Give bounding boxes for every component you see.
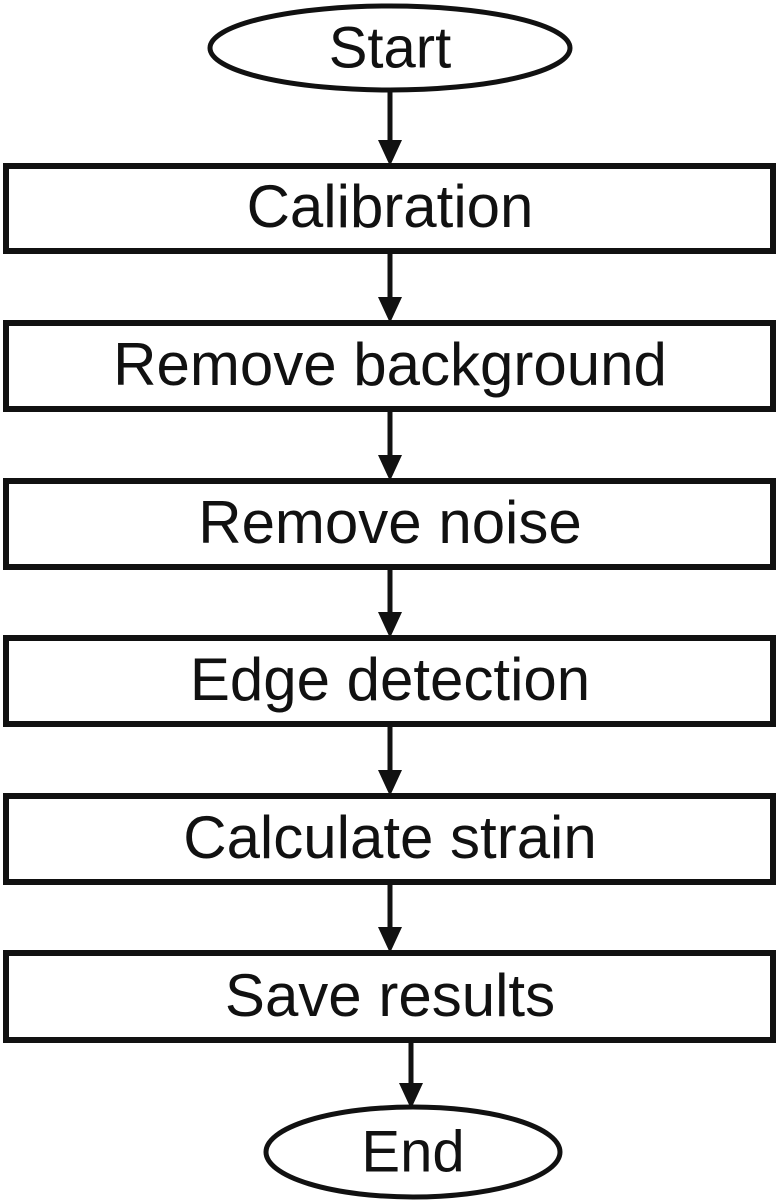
connector-edge-detection-to-calculate-strain <box>378 727 402 796</box>
save-results-rect <box>3 950 776 1043</box>
remove-background-rect <box>3 320 776 412</box>
node-edge-detection[interactable]: Edge detection <box>3 635 776 727</box>
node-remove-background-label: Remove background <box>113 331 667 398</box>
node-calculate-strain[interactable]: Calculate strain <box>3 793 776 885</box>
node-remove-background[interactable]: Remove background <box>3 320 776 412</box>
node-start-label: Start <box>329 15 452 80</box>
connector-calculate-strain-to-save-results <box>378 885 402 953</box>
node-save-results-label: Save results <box>225 962 555 1029</box>
connector-remove-noise-to-edge-detection <box>378 570 402 638</box>
node-edge-detection-label: Edge detection <box>190 646 590 713</box>
connector-calibration-to-remove-background <box>378 253 402 323</box>
calculate-strain-rect <box>3 793 776 885</box>
node-calibration[interactable]: Calibration <box>3 163 776 254</box>
node-end[interactable]: End <box>263 1104 563 1200</box>
node-remove-noise-label: Remove noise <box>198 489 582 556</box>
connector-start-to-calibration <box>378 92 402 166</box>
node-start[interactable]: Start <box>207 3 573 93</box>
node-end-label: End <box>361 1119 464 1184</box>
node-save-results[interactable]: Save results <box>3 950 776 1043</box>
end-ellipse <box>263 1104 563 1200</box>
start-ellipse <box>207 3 573 93</box>
connector-save-results-to-end <box>399 1043 423 1109</box>
node-remove-noise[interactable]: Remove noise <box>3 478 776 570</box>
calibration-rect <box>3 163 776 254</box>
remove-noise-rect <box>3 478 776 570</box>
node-calculate-strain-label: Calculate strain <box>183 804 597 871</box>
connector-remove-background-to-remove-noise <box>378 412 402 481</box>
node-calibration-label: Calibration <box>247 173 534 240</box>
edge-detection-rect <box>3 635 776 727</box>
